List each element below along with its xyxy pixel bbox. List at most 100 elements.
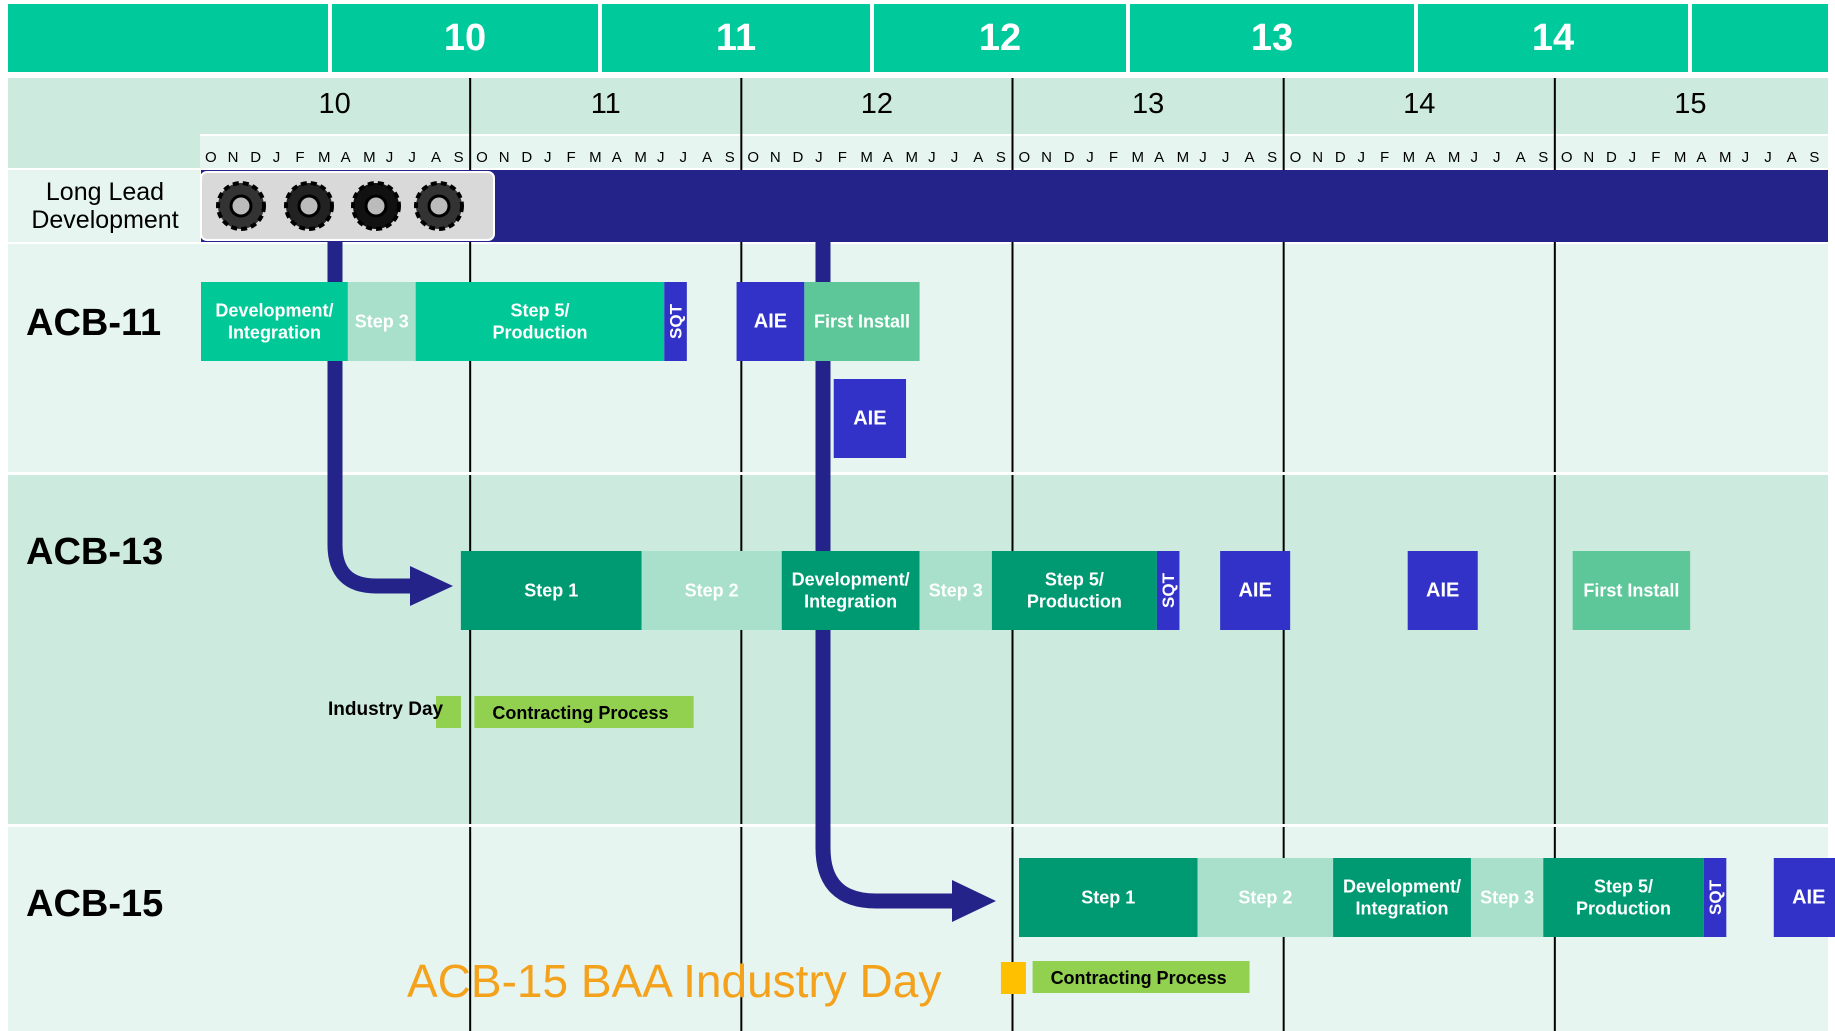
fiscal-year-label: 14	[1403, 88, 1435, 120]
fiscal-year-divider	[598, 4, 602, 72]
month-tick-label: O	[205, 149, 217, 166]
arrow-head-acb13	[410, 566, 453, 606]
month-tick-label: J	[657, 149, 665, 166]
task-bar-aie	[1407, 551, 1478, 630]
gear-hub-icon	[297, 194, 321, 218]
fiscal-year-divider	[1688, 4, 1692, 72]
month-tick-label: A	[1425, 149, 1435, 166]
arrow-to-acb13	[327, 242, 412, 594]
month-tick-label: M	[1403, 149, 1416, 166]
task-label: Production	[1027, 592, 1122, 612]
header-corner-cell	[8, 78, 200, 168]
row-label-long-lead-line1: Long Lead	[45, 178, 165, 206]
month-tick-label: O	[747, 149, 759, 166]
task-bar-step3	[347, 282, 416, 361]
month-tick-label: M	[634, 149, 647, 166]
month-header-band	[8, 136, 1828, 168]
month-tick-label: A	[1154, 149, 1164, 166]
month-tick-label: M	[1131, 149, 1144, 166]
month-tick-label: M	[318, 149, 331, 166]
task-bar-step3	[919, 551, 992, 630]
fiscal-year-top-label: 12	[979, 17, 1021, 59]
month-tick-label: J	[544, 149, 552, 166]
task-label: Step 1	[524, 581, 578, 601]
month-tick-label: O	[1290, 149, 1302, 166]
row-label-acb-13: ACB-13	[26, 531, 164, 573]
task-label-sqt: SQT	[1159, 572, 1178, 608]
month-tick-label: F	[1651, 149, 1660, 166]
contracting-process-bar	[1032, 961, 1250, 993]
arrow-to-acb15	[815, 242, 955, 909]
industry-day-marker	[436, 696, 462, 728]
month-tick-label: J	[951, 149, 959, 166]
fiscal-year-header-band	[8, 4, 1828, 72]
month-tick-label: F	[838, 149, 847, 166]
month-tick-label: S	[454, 149, 464, 166]
month-tick-label: O	[476, 149, 488, 166]
month-tick-label: F	[567, 149, 576, 166]
month-tick-label: F	[295, 149, 304, 166]
month-tick-label: O	[1019, 149, 1031, 166]
task-bar-sqt	[1703, 858, 1727, 937]
month-tick-label: N	[1041, 149, 1052, 166]
month-tick-label: J	[1629, 149, 1637, 166]
month-tick-label: J	[273, 149, 281, 166]
fiscal-year-top-label: 10	[444, 17, 486, 59]
fiscal-year-label: 12	[861, 88, 893, 120]
month-tick-label: A	[1787, 149, 1797, 166]
task-label: Production	[492, 323, 587, 343]
baa-industry-day-marker	[1000, 962, 1026, 994]
year-header-band	[8, 78, 1828, 134]
task-label: First Install	[1583, 581, 1679, 601]
month-tick-label: M	[589, 149, 602, 166]
month-tick-label: F	[1109, 149, 1118, 166]
month-tick-label: J	[680, 149, 688, 166]
task-bar-prod	[415, 282, 665, 361]
contracting-process-bar	[474, 696, 694, 728]
month-tick-label: J	[1222, 149, 1230, 166]
task-label: First Install	[814, 312, 910, 332]
task-bar-layer	[200, 170, 1835, 994]
task-bar-step2	[641, 551, 782, 630]
task-label: Step 5/	[1594, 877, 1653, 897]
task-bar-aie	[833, 379, 907, 458]
fiscal-year-top-label: 14	[1532, 17, 1574, 59]
task-label: Integration	[228, 323, 321, 343]
month-tick-label: J	[1357, 149, 1365, 166]
fiscal-year-divider	[328, 4, 332, 72]
arrow-layer	[327, 242, 996, 922]
month-tick-label: M	[1177, 149, 1190, 166]
fiscal-year-label: 10	[318, 88, 350, 120]
arrow-head-acb15	[952, 880, 996, 922]
row-separator	[8, 472, 1828, 475]
task-label: Step 3	[355, 312, 409, 332]
task-bar-dev13	[781, 551, 920, 630]
month-tick-label: D	[521, 149, 532, 166]
task-label: AIE	[1238, 580, 1271, 602]
task-label: Development/	[792, 570, 910, 590]
month-tick-label: M	[1719, 149, 1732, 166]
gear-hub-icon	[229, 194, 253, 218]
task-label: AIE	[853, 408, 886, 430]
task-label-sqt: SQT	[667, 303, 686, 339]
fiscal-year-top-label: 11	[716, 17, 756, 59]
month-tick-label: S	[1809, 149, 1819, 166]
task-label: AIE	[1792, 887, 1825, 909]
month-tick-label: F	[1380, 149, 1389, 166]
month-tick-label: A	[341, 149, 351, 166]
fiscal-year-label: 11	[591, 88, 621, 120]
contracting-process-label: Contracting Process	[492, 703, 668, 723]
month-tick-label: M	[363, 149, 376, 166]
long-lead-label-cell	[8, 170, 200, 242]
row-label-acb-11: ACB-11	[26, 302, 162, 344]
task-bar-step2	[1197, 858, 1334, 937]
month-tick-label: D	[1606, 149, 1617, 166]
month-tick-label: D	[1064, 149, 1075, 166]
fiscal-year-label: 15	[1674, 88, 1706, 120]
month-tick-label: A	[702, 149, 712, 166]
fiscal-year-label: 13	[1132, 88, 1164, 120]
task-label: Step 5/	[1045, 570, 1104, 590]
month-tick-label: S	[725, 149, 735, 166]
